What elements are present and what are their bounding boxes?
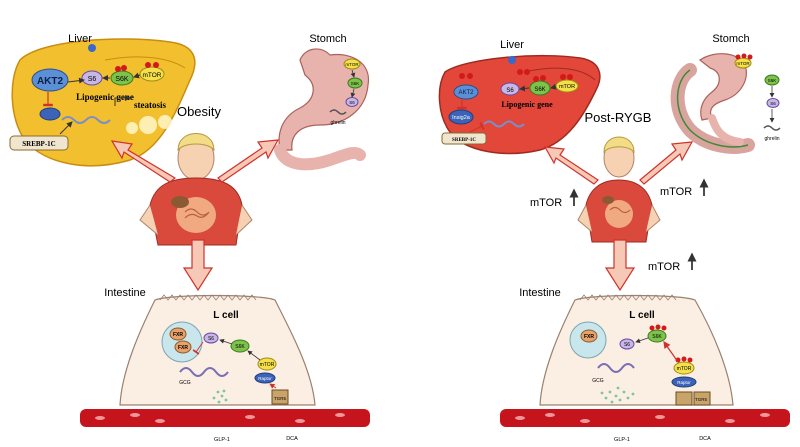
akt2-node [31, 68, 69, 92]
lipogenic-gene-label: Lipogenic gene [76, 92, 134, 102]
stomach-mtor-label: mTOR [345, 62, 359, 67]
arrow-to-intestine-right [604, 239, 636, 292]
cell-raptor-label-right: Raptor [677, 380, 691, 385]
glp1-label-right: GLP-1 [614, 437, 630, 443]
mtor-node [139, 66, 165, 82]
cell-s6-label-left: S6 [208, 336, 214, 342]
gcg-label-right: GCG [592, 378, 604, 384]
dca-label-left: DCA [286, 436, 298, 442]
akt2-label: AKT2 [37, 76, 64, 87]
obesity-label: Obesity [177, 104, 222, 119]
l-cell-label-right: L cell [629, 310, 655, 321]
arrow-to-stomach-right [639, 141, 694, 185]
fxr-inner-label: FXR [173, 332, 183, 338]
cell-s6k-label-right: S6K [652, 334, 662, 340]
gcg-label-left: GCG [179, 380, 191, 386]
insig-label: Insig2a [452, 115, 471, 121]
arrow-to-stomach-left [217, 139, 280, 183]
glp1-granules-left [212, 389, 228, 404]
tgr5-label-right: TGR5 [695, 397, 707, 402]
cell-raptor-label-left: Raptor [258, 376, 272, 381]
mtor-label-right: mTOR [559, 84, 575, 90]
blood-vessel-right [500, 409, 790, 427]
stomach-s6k-label: S6K [351, 81, 360, 86]
steatosis-label: steatosis [134, 100, 166, 110]
intestine-title-right: Intestine [519, 287, 561, 299]
person-lean [577, 136, 661, 243]
tgr5-label-left: TGR5 [274, 396, 286, 401]
stomach-ghrelin-label-right: ghrelin [764, 136, 779, 142]
lipogenic-gene-label-right: Lipogenic gene [501, 100, 553, 109]
blood-vessel-left [80, 409, 370, 427]
glp1-label-left: GLP-1 [214, 437, 230, 443]
s6-label-right: S6 [506, 88, 514, 94]
glp1-granules-right [600, 386, 635, 404]
liver-title-left: Liver [68, 33, 92, 45]
mtor-label: mTOR [142, 72, 161, 79]
intestine-title-left: Intestine [104, 287, 146, 299]
dca-label-right: DCA [699, 436, 711, 442]
srebp-label: SREBP-1C [22, 140, 55, 148]
s6k-label-right: S6K [534, 87, 545, 93]
arrow-to-liver-left [110, 140, 177, 183]
mtor-up-stomach: mTOR [660, 186, 692, 198]
gallbladder-dot [88, 44, 96, 52]
stomach-s6-label: S6 [349, 100, 355, 105]
stomach-title-right: Stomch [712, 33, 749, 45]
arrow-to-intestine-left [182, 239, 214, 292]
fxr-outer-label: FXR [178, 345, 188, 351]
cell-mtor-label-right: mTOR [677, 366, 692, 372]
dna-strand [61, 116, 111, 124]
stomach-s6-label-right: S6 [770, 101, 776, 106]
liver-title-right: Liver [500, 39, 524, 51]
cell-s6k-label-left: S6K [235, 344, 245, 350]
post-rygb-label: Post-RYGB [585, 110, 652, 125]
s6k-label: S6K [115, 76, 129, 83]
stomach-ghrelin-label: ghrelin [330, 120, 345, 126]
arrow-to-liver-right [543, 146, 599, 185]
l-cell-label-left: L cell [213, 310, 239, 321]
stomach-s6k-label-right: S6K [768, 78, 777, 83]
cell-s6-label-right: S6 [624, 342, 630, 348]
stomach-left [278, 48, 370, 151]
akt2-label-right: AKT2 [458, 90, 474, 96]
person-obese [139, 133, 253, 246]
srebp-label-right: SREBP-1C [452, 138, 476, 143]
mtor-up-intestine: mTOR [648, 261, 680, 273]
fxr-label-right: FXR [584, 334, 594, 340]
s6-label: S6 [88, 76, 97, 83]
stomach-title-left: Stomch [309, 33, 346, 45]
mtor-up-liver: mTOR [530, 197, 562, 209]
s6k-node [110, 70, 134, 86]
stomach-mtor-label-right: mTOR [736, 61, 750, 66]
cell-mtor-label-left: mTOR [260, 362, 275, 368]
